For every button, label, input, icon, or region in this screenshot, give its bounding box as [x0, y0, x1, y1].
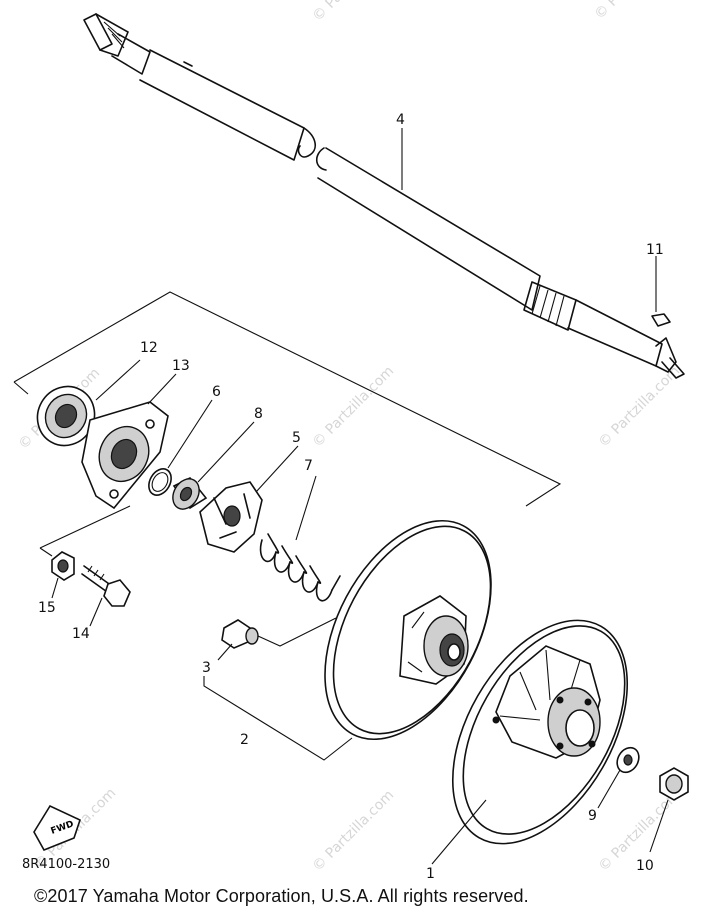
callout-15: 15 — [38, 600, 56, 616]
nut-part-15 — [51, 551, 75, 581]
callout-4: 4 — [396, 112, 405, 128]
callout-8: 8 — [254, 406, 263, 422]
drawing-number: 8R4100-2130 — [22, 857, 110, 872]
watermark-7: © Partzilla.com — [310, 0, 398, 25]
callout-10: 10 — [636, 858, 654, 874]
washer-part-9 — [616, 746, 640, 774]
leader-8 — [197, 421, 255, 483]
callout-3: 3 — [202, 660, 211, 676]
watermark-5: © Partzilla.com — [310, 787, 398, 875]
secondary-sheave-part-1 — [451, 619, 629, 845]
leader-14 — [89, 597, 103, 627]
ring-part-6 — [148, 468, 172, 496]
leader-15 — [51, 577, 59, 599]
leader-12 — [95, 359, 141, 401]
sheave-part-2 — [324, 519, 492, 741]
collar-part-8 — [172, 476, 208, 510]
watermark-3: © Partzilla.com — [596, 363, 684, 451]
callout-11: 11 — [646, 242, 664, 258]
callout-9: 9 — [588, 808, 597, 824]
leader-9 — [597, 769, 621, 809]
key-part-11 — [651, 313, 671, 327]
cam-part-5 — [199, 481, 263, 553]
insert-part-3 — [221, 619, 259, 649]
callout-7: 7 — [304, 458, 313, 474]
nut-part-10 — [659, 767, 689, 801]
bolt-part-14 — [81, 565, 131, 607]
callout-2: 2 — [240, 732, 249, 748]
shaft — [83, 13, 685, 379]
callout-1: 1 — [426, 866, 435, 882]
bracket-2 — [203, 676, 353, 761]
leader-1 — [431, 799, 487, 865]
callout-12: 12 — [140, 340, 158, 356]
callout-6: 6 — [212, 384, 221, 400]
leader-13 — [147, 373, 177, 405]
watermark-2: © Partzilla.com — [310, 363, 398, 451]
spring-part-7 — [259, 533, 341, 602]
assembly-bracket-upper — [13, 291, 562, 507]
watermark-8: © Partzilla.com — [592, 0, 680, 23]
copyright-notice: ©2017 Yamaha Motor Corporation, U.S.A. A… — [34, 886, 529, 906]
leader-6 — [167, 399, 213, 469]
bearing-housing-part-13 — [81, 401, 169, 510]
leader-3 — [217, 643, 233, 661]
leader-7 — [295, 475, 317, 541]
fwd-arrow: FWD — [33, 804, 81, 852]
leader-10 — [649, 799, 669, 853]
callout-14: 14 — [72, 626, 90, 642]
assembly-bracket-lower — [39, 505, 131, 557]
callout-13: 13 — [172, 358, 190, 374]
bracket-3-to-2 — [257, 617, 337, 647]
callout-5: 5 — [292, 430, 301, 446]
leader-5 — [255, 445, 299, 493]
